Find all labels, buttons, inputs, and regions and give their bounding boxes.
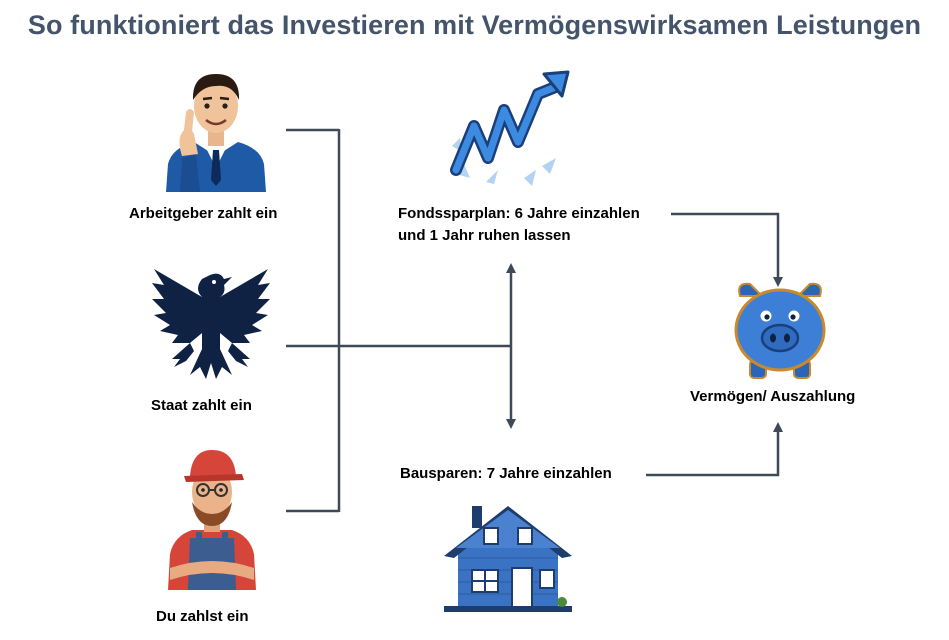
arrow-fund-to-result [671,212,783,287]
employer-label: Arbeitgeber zahlt ein [129,205,278,222]
state-label: Staat zahlt ein [151,397,252,414]
piggy-bank-icon [734,282,826,379]
fund-savings-label: Fondssparplan: 6 Jahre einzahlen und 1 J… [398,203,678,247]
arrow-building-to-result [646,422,783,477]
worker-icon [168,450,256,590]
you-label: Du zahlst ein [156,608,249,625]
house-icon [444,506,572,612]
result-label: Vermögen/ Auszahlung [690,388,856,405]
building-savings-label: Bausparen: 7 Jahre einzahlen [400,465,612,482]
rising-chart-icon [450,70,570,186]
fund-savings-line-2: und 1 Jahr ruhen lassen [398,227,571,244]
page-title: So funktioniert das Investieren mit Verm… [27,10,922,40]
fund-savings-line-1: Fondssparplan: 6 Jahre einzahlen [398,205,640,222]
businessman-icon [166,74,266,192]
eagle-icon [152,269,270,379]
